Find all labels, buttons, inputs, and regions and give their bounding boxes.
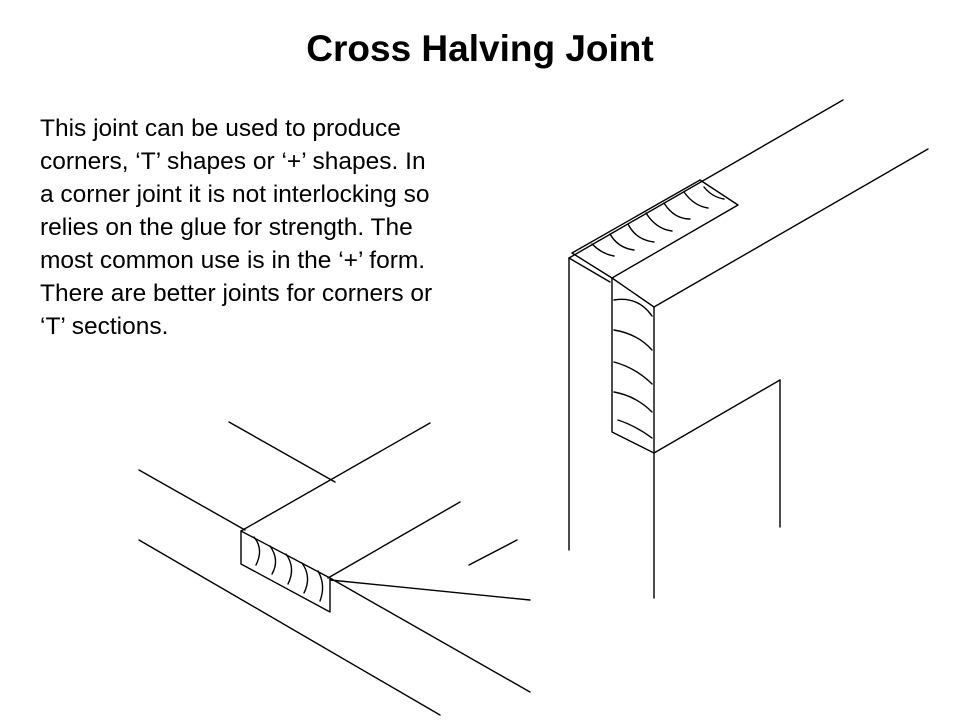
body-line: most common use is in the ‘+’ form. [40, 247, 426, 274]
corner-notch-edge [611, 277, 655, 308]
corner-top-back-edge [568, 99, 844, 259]
corner-post-left-stub [568, 257, 611, 283]
grain-mark [613, 391, 653, 413]
grain-mark [663, 202, 691, 220]
corner-joint-drawing [568, 99, 929, 599]
grain-mark [285, 553, 293, 585]
cross-piece-back-edge [228, 421, 336, 483]
cross-rail-top-edge-right [329, 577, 531, 693]
grain-mark [613, 298, 653, 317]
body-line: There are better joints for corners or [40, 280, 433, 307]
cross-piece-top-right [327, 501, 461, 579]
cross-rail-top-edge [138, 469, 246, 531]
cross-piece-long-edge [329, 579, 531, 601]
cross-piece-lower-edge [468, 539, 518, 566]
grain-mark [269, 545, 277, 575]
body-line: a corner joint it is not interlocking so [40, 181, 430, 208]
body-line: This joint can be used to produce [40, 115, 401, 142]
corner-notch-side [611, 277, 655, 454]
grain-mark [591, 243, 615, 257]
grain-mark [317, 570, 324, 602]
grain-mark [609, 233, 635, 251]
grain-mark [703, 186, 725, 200]
cross-end-face [240, 530, 331, 613]
grain-mark [645, 212, 673, 232]
corner-end-grain-top [571, 179, 739, 279]
cross-rail-bottom-edge [138, 539, 441, 716]
body-line: corners, ‘T’ shapes or ‘+’ shapes. In [40, 148, 426, 175]
cross-joint-drawing [138, 421, 531, 716]
grain-mark [683, 191, 709, 209]
slide-body-text: This joint can be used to produce corner… [40, 112, 585, 343]
grain-mark [253, 536, 261, 566]
slide-title: Cross Halving Joint [306, 28, 654, 69]
cross-piece-top-left [240, 422, 431, 532]
grain-mark [301, 562, 309, 594]
grain-mark [613, 329, 653, 351]
body-line: ‘T’ sections. [40, 313, 169, 340]
grain-mark [617, 419, 653, 439]
grain-mark [613, 361, 653, 385]
corner-side-bottom-edge [653, 379, 781, 454]
body-line: relies on the glue for strength. The [40, 214, 413, 241]
grain-mark [627, 223, 655, 243]
corner-top-front-edge [653, 148, 929, 308]
